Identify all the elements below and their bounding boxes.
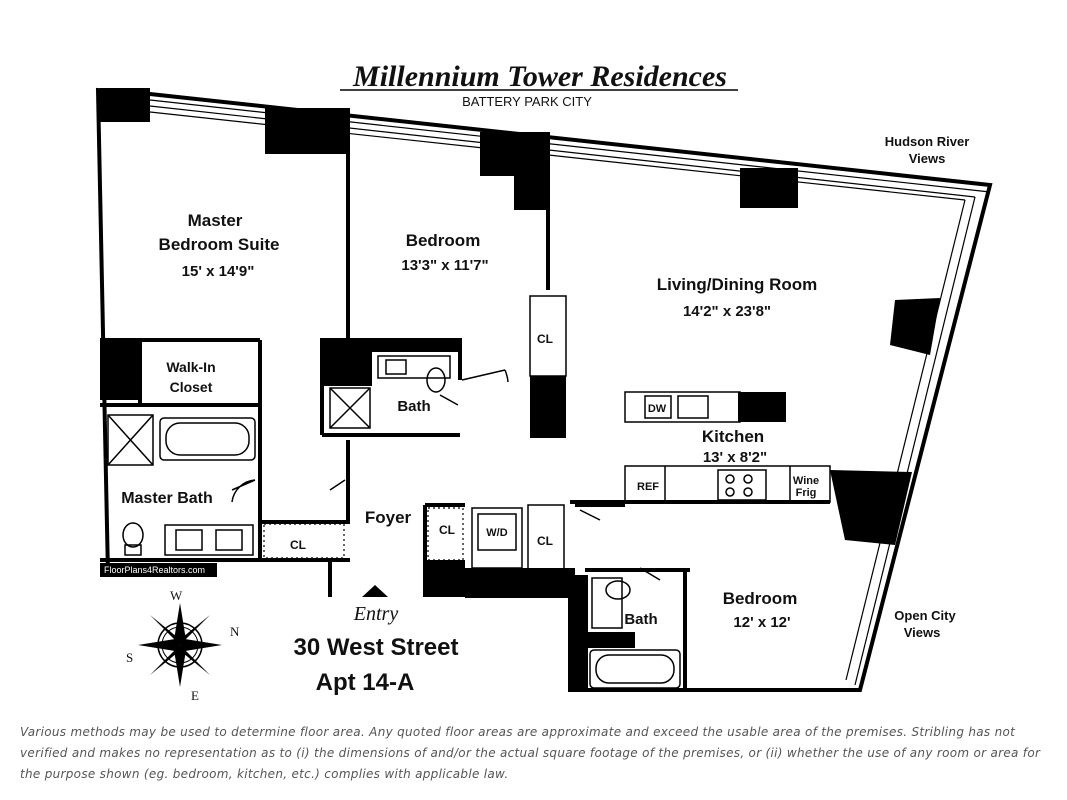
closet-label-2: CL xyxy=(290,538,306,552)
watermark: FloorPlans4Realtors.com xyxy=(104,565,205,575)
city-views-label: Open City xyxy=(894,608,956,623)
wine-fridge-label: Wine xyxy=(793,475,819,487)
master-bedroom-label: Master xyxy=(188,211,243,230)
compass-w: W xyxy=(170,588,183,603)
living-room-label: Living/Dining Room xyxy=(657,275,818,294)
foyer-label: Foyer xyxy=(365,508,412,527)
hudson-views-label-2: Views xyxy=(909,151,946,166)
compass-e: E xyxy=(191,688,199,703)
wine-fridge-label-2: Frig xyxy=(796,487,817,499)
exterior-walls xyxy=(95,87,993,692)
watermark-bar xyxy=(100,563,217,577)
bedroom-1-label: Bedroom xyxy=(406,231,481,250)
kitchen-dim: 13' x 8'2" xyxy=(703,449,767,466)
bedroom-1-dim: 13'3" x 11'7" xyxy=(401,257,488,274)
washer-dryer-label: W/D xyxy=(486,527,507,539)
bath-1-label: Bath xyxy=(397,398,430,415)
master-bath-label: Master Bath xyxy=(121,490,213,507)
compass-n: N xyxy=(230,624,240,639)
interior-walls xyxy=(100,150,831,692)
living-room-dim: 14'2" x 23'8" xyxy=(683,303,771,320)
fixtures xyxy=(107,355,791,689)
refrigerator-label: REF xyxy=(637,481,659,493)
address-apt: Apt 14-A xyxy=(316,669,415,696)
kitchen-label: Kitchen xyxy=(702,427,764,446)
master-bedroom-label-2: Bedroom Suite xyxy=(159,235,280,254)
address-street: 30 West Street xyxy=(294,634,459,661)
view-labels: Hudson River Views Open City Views xyxy=(885,134,970,640)
dishwasher-label: DW xyxy=(648,403,667,415)
closet-label-4: CL xyxy=(537,534,553,548)
city-views-label-2: Views xyxy=(904,625,941,640)
master-bedroom-dim: 15' x 14'9" xyxy=(182,263,255,280)
closet-outlines xyxy=(263,507,464,561)
closet-label-1: CL xyxy=(537,332,553,346)
plan-subtitle: BATTERY PARK CITY xyxy=(462,94,592,109)
bedroom-2-label: Bedroom xyxy=(723,589,798,608)
plan-title: Millennium Tower Residences xyxy=(352,60,727,93)
closet-label-3: CL xyxy=(439,523,455,537)
walk-in-closet-label-2: Closet xyxy=(170,379,213,395)
hudson-views-label: Hudson River xyxy=(885,134,970,149)
disclaimer-text: Various methods may be used to determine… xyxy=(20,725,1041,781)
compass-rose: W N S E xyxy=(126,588,240,703)
room-labels: Master Bedroom Suite 15' x 14'9" Bedroom… xyxy=(121,211,817,631)
fixture-labels: CL CL CL CL DW REF W/D Wine Frig xyxy=(290,332,819,552)
walk-in-closet-label: Walk-In xyxy=(166,359,215,375)
compass-s: S xyxy=(126,650,133,665)
bath-2-label: Bath xyxy=(624,611,657,628)
bedroom-2-dim: 12' x 12' xyxy=(733,614,790,631)
entry-label: Entry xyxy=(353,603,399,625)
